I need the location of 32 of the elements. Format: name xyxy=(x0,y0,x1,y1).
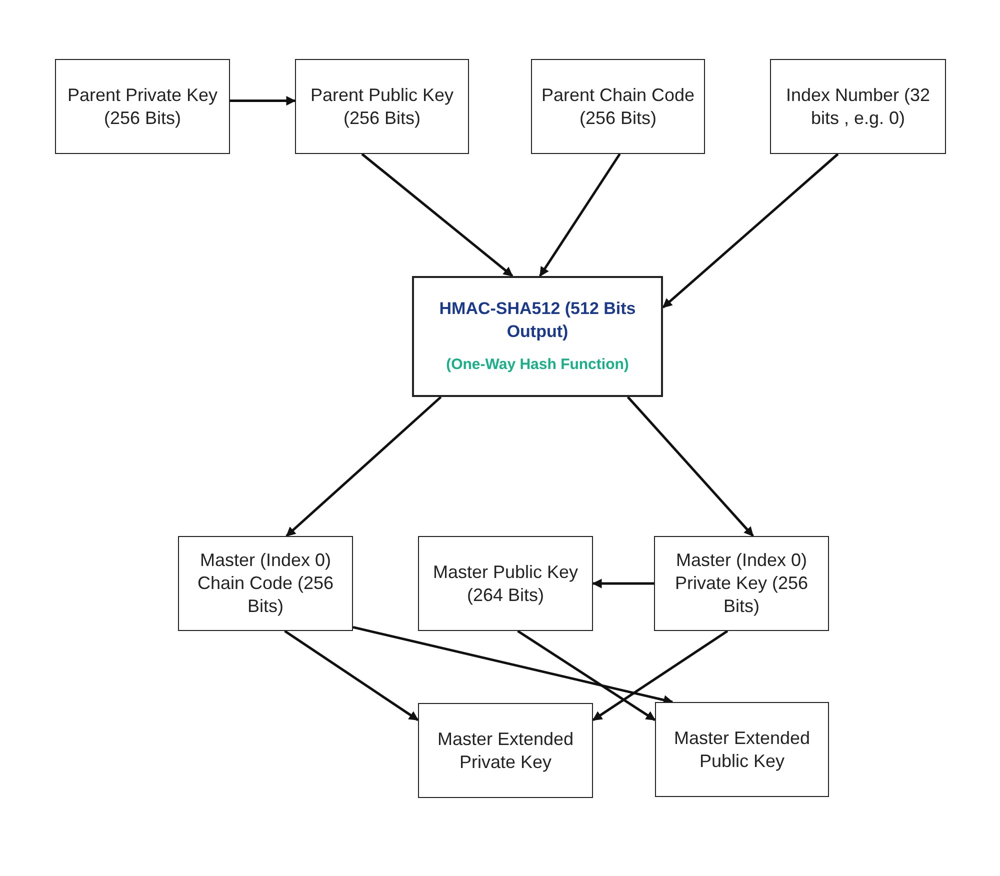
box-label: HMAC-SHA512 (512 Bits Output) xyxy=(438,298,637,343)
key-box xyxy=(418,703,593,798)
box-label: Master Extended Private Key xyxy=(436,728,575,774)
key-box xyxy=(655,702,829,797)
arrow xyxy=(230,96,296,106)
arrow xyxy=(592,630,728,722)
box-subtitle: (One-Way Hash Function) xyxy=(446,355,629,375)
box-label: Index Number (32 bits , e.g. 0) xyxy=(784,84,932,130)
arrow xyxy=(626,396,754,537)
box-label: Master Public Key (264 Bits) xyxy=(432,560,580,606)
box-label: Master (Index 0) Private Key (256 Bits) xyxy=(674,549,810,618)
key-box xyxy=(770,59,946,154)
key-box xyxy=(531,59,705,154)
arrow xyxy=(352,626,674,705)
arrow xyxy=(284,630,419,722)
hash-function-box xyxy=(412,276,663,397)
arrow xyxy=(538,153,621,277)
arrow xyxy=(361,153,514,277)
box-label: Parent Chain Code (256 Bits) xyxy=(540,84,696,130)
arrow xyxy=(286,396,442,537)
key-box xyxy=(295,59,469,154)
box-label: Parent Public Key (256 Bits) xyxy=(309,84,455,130)
key-box xyxy=(418,536,593,631)
arrow xyxy=(592,578,654,588)
key-box xyxy=(55,59,230,154)
arrow xyxy=(662,153,839,308)
arrow xyxy=(517,630,656,722)
box-label: Parent Private Key (256 Bits) xyxy=(66,84,219,130)
key-box xyxy=(178,536,353,631)
box-label: Master (Index 0) Chain Code (256 Bits) xyxy=(196,549,335,618)
key-box xyxy=(654,536,829,631)
box-label: Master Extended Public Key xyxy=(672,726,812,772)
